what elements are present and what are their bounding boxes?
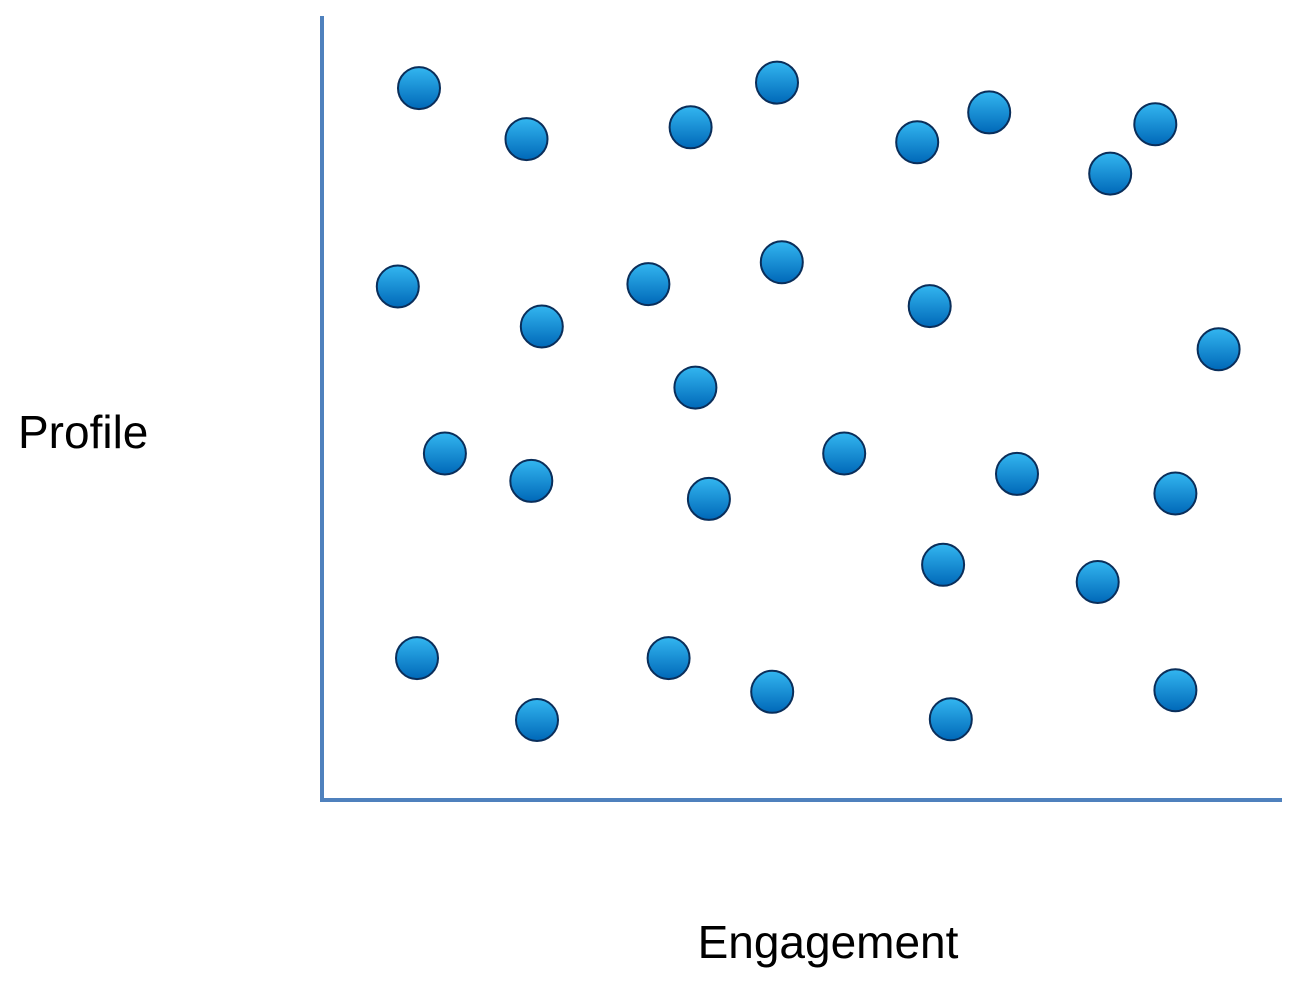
data-point-21 bbox=[1153, 471, 1198, 516]
data-point-4 bbox=[755, 60, 799, 105]
data-point-6 bbox=[967, 90, 1012, 135]
data-point-15 bbox=[673, 365, 718, 410]
data-point-2 bbox=[504, 117, 549, 162]
data-point-17 bbox=[509, 458, 554, 503]
data-point-12 bbox=[759, 240, 804, 285]
data-point-25 bbox=[646, 636, 691, 681]
x-axis-label: Engagement bbox=[698, 916, 959, 968]
data-point-3 bbox=[668, 105, 713, 150]
data-point-11 bbox=[626, 262, 671, 307]
data-point-19 bbox=[822, 431, 867, 476]
data-point-23 bbox=[1075, 560, 1120, 604]
data-point-7 bbox=[1088, 151, 1133, 196]
y-axis-label: Profile bbox=[18, 406, 148, 458]
data-point-24 bbox=[395, 636, 439, 681]
data-point-8 bbox=[1133, 102, 1178, 147]
data-point-28 bbox=[928, 697, 973, 742]
data-point-20 bbox=[995, 451, 1039, 496]
data-point-13 bbox=[907, 284, 952, 329]
data-point-22 bbox=[921, 542, 966, 587]
data-point-1 bbox=[397, 66, 441, 111]
data-point-14 bbox=[1196, 327, 1241, 372]
data-point-5 bbox=[895, 120, 940, 165]
data-points bbox=[375, 60, 1241, 742]
data-point-9 bbox=[375, 264, 420, 309]
data-point-26 bbox=[750, 669, 795, 714]
data-point-10 bbox=[519, 304, 564, 349]
data-point-29 bbox=[1153, 668, 1198, 713]
data-point-18 bbox=[686, 476, 731, 521]
data-point-27 bbox=[515, 698, 559, 742]
data-point-16 bbox=[422, 431, 467, 476]
